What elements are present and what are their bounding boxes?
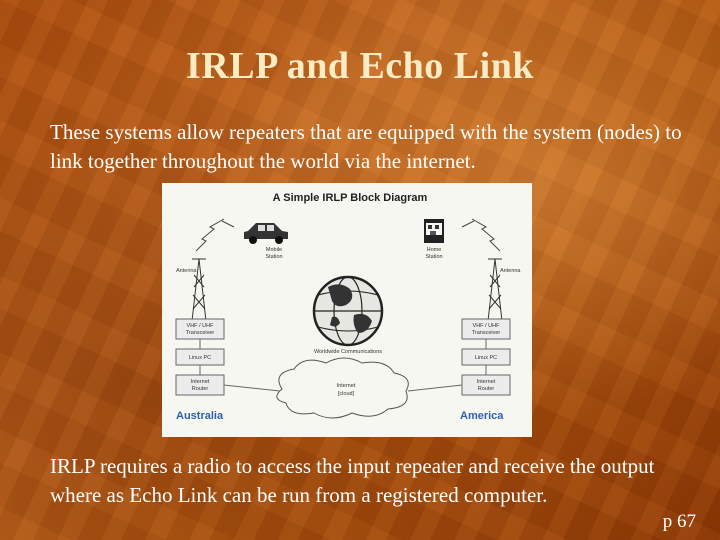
right-transceiver-label-2: Transceiver [472, 330, 501, 336]
australia-label: Australia [176, 410, 224, 422]
car-icon [244, 223, 288, 244]
antenna-left-label: Antenna [176, 268, 197, 274]
left-node-stack [175, 318, 225, 396]
right-linux-pc-label: Linux PC [475, 355, 497, 361]
right-router-label: Internet [477, 379, 496, 385]
antenna-tower-left-icon [191, 258, 207, 322]
mobile-station-label: Mobile [266, 247, 282, 253]
home-station-label: Home [427, 247, 442, 253]
left-transceiver-label: VHF / UHF [187, 323, 215, 329]
left-router-label: Internet [191, 379, 210, 385]
left-linux-pc-label: Linux PC [189, 355, 211, 361]
antenna-right-label: Antenna [500, 268, 521, 274]
comparison-paragraph: IRLP requires a radio to access the inpu… [50, 454, 655, 507]
globe-icon [312, 275, 384, 347]
left-router-label-2: Router [192, 386, 209, 392]
home-station-label-2: Station [425, 254, 442, 260]
internet-cloud-label-2: [cloud] [338, 391, 355, 397]
internet-cloud-label: Internet [337, 383, 356, 389]
house-icon [424, 219, 444, 243]
right-router-label-2: Router [478, 386, 495, 392]
diagram-title: A Simple IRLP Block Diagram [273, 192, 428, 204]
page-reference: p 67 [662, 511, 696, 532]
right-transceiver-label: VHF / UHF [473, 323, 501, 329]
intro-paragraph: These systems allow repeaters that are e… [50, 120, 682, 173]
radio-wave-left-icon [195, 218, 235, 252]
right-node-stack [461, 318, 511, 396]
irlp-block-diagram: A Simple IRLP Block Diagram Mobile Stati… [162, 183, 532, 437]
america-label: America [460, 410, 504, 422]
antenna-tower-right-icon [487, 258, 503, 322]
slide-title: IRLP and Echo Link [186, 45, 534, 87]
globe-label: Worldwide Communications [314, 349, 382, 355]
mobile-station-label-2: Station [265, 254, 282, 260]
left-transceiver-label-2: Transceiver [186, 330, 215, 336]
radio-wave-right-icon [461, 218, 501, 252]
internet-cloud-icon [276, 357, 409, 419]
